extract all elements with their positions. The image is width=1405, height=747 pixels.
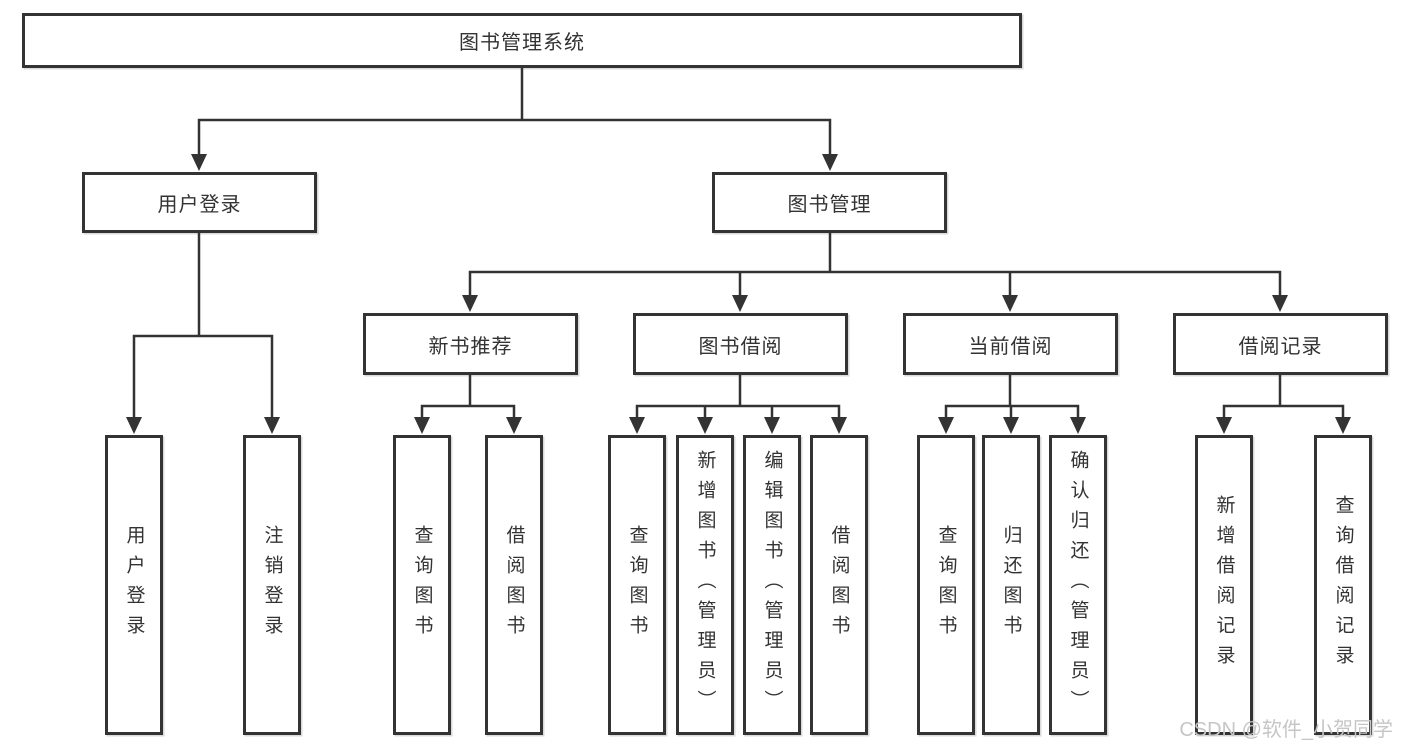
node-borrowing-records: 借阅记录 [1173, 313, 1388, 375]
node-label: 查询图书 [935, 525, 957, 645]
csdn-watermark: CSDN @软件_小贺同学 [1179, 719, 1393, 741]
leaf-query-borrow-record: 查询借阅记录 [1314, 435, 1372, 735]
node-label: 查询借阅记录 [1332, 495, 1354, 675]
node-book-management: 图书管理 [712, 172, 947, 233]
node-label: 编辑图书（管理员） [761, 450, 783, 720]
leaf-query-books-current: 查询图书 [917, 435, 975, 735]
leaf-edit-book-admin: 编辑图书（管理员） [743, 435, 801, 735]
leaf-query-books-borrowing: 查询图书 [608, 435, 666, 735]
node-label: 图书管理系统 [459, 32, 585, 54]
node-label: 新书推荐 [428, 335, 513, 358]
node-label: 确认归还（管理员） [1067, 450, 1089, 720]
node-label: 查询图书 [626, 525, 648, 645]
leaf-user-login: 用户登录 [105, 435, 163, 735]
leaf-borrow-books-borrowing: 借阅图书 [810, 435, 868, 735]
node-label: 图书管理 [787, 194, 872, 216]
connector-new-book-recommendation [414, 375, 522, 434]
node-user-login: 用户登录 [82, 172, 317, 233]
node-label: 查询图书 [411, 525, 433, 645]
leaf-query-books-recommend: 查询图书 [393, 435, 451, 735]
node-label: 借阅记录 [1238, 335, 1323, 358]
leaf-borrow-books-recommend: 借阅图书 [485, 435, 543, 735]
node-library-management-system: 图书管理系统 [22, 13, 1022, 68]
leaf-add-book-admin: 新增图书（管理员） [676, 435, 734, 735]
node-current-borrowing: 当前借阅 [903, 313, 1118, 375]
node-label: 归还图书 [1000, 525, 1022, 645]
connector-user-login [126, 233, 280, 434]
connector-book-borrowing [629, 375, 847, 434]
node-label: 用户登录 [157, 194, 242, 216]
node-new-book-recommendation: 新书推荐 [363, 313, 578, 375]
leaf-confirm-return-admin: 确认归还（管理员） [1049, 435, 1107, 735]
node-label: 当前借阅 [968, 335, 1053, 358]
leaf-return-book: 归还图书 [982, 435, 1040, 735]
node-label: 借阅图书 [503, 525, 525, 645]
connector-borrowing-records [1216, 375, 1351, 434]
leaf-logout: 注销登录 [243, 435, 301, 735]
node-label: 借阅图书 [828, 525, 850, 645]
connector-book-management [462, 233, 1288, 312]
node-label: 新增借阅记录 [1213, 495, 1235, 675]
node-label: 图书借阅 [698, 335, 783, 358]
leaf-add-borrow-record: 新增借阅记录 [1195, 435, 1253, 735]
node-label: 注销登录 [261, 525, 283, 645]
node-label: 新增图书（管理员） [694, 450, 716, 720]
node-label: 用户登录 [123, 525, 145, 645]
node-book-borrowing: 图书借阅 [633, 313, 848, 375]
connector-root [191, 68, 838, 171]
connector-current-borrowing [938, 375, 1086, 434]
